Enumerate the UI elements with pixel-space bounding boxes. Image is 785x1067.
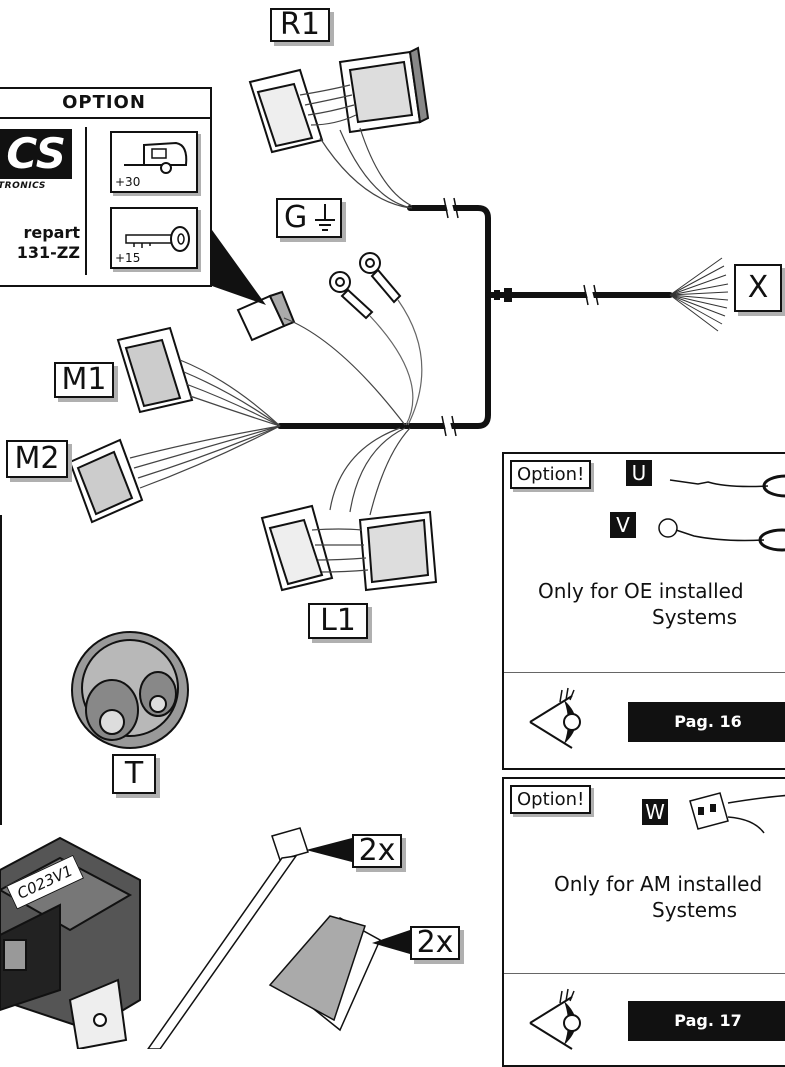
key-value: +15 <box>115 251 141 265</box>
oe-divider <box>504 672 785 673</box>
grommet <box>71 631 189 749</box>
label-x: X <box>734 264 782 312</box>
sparepart-number: repart 131-ZZ <box>0 223 80 263</box>
option-box: OPTION CS TRONICS repart 131-ZZ +30 +15 <box>0 87 212 287</box>
eye-icon <box>529 988 581 1050</box>
ground-terminals <box>329 252 402 320</box>
caravan-icon <box>124 141 188 174</box>
u-wire <box>669 474 785 498</box>
page-ref-17: Pag. 17 <box>628 1001 785 1041</box>
r1-connector <box>248 46 430 154</box>
label-tie-qty: 2x <box>352 834 402 868</box>
am-text-line2: Systems <box>652 898 737 922</box>
sparepart-line1: repart <box>23 223 80 242</box>
label-l1: L1 <box>308 603 368 639</box>
option-label-am: Option! <box>510 785 592 814</box>
l1-connector <box>260 504 438 592</box>
option-title: OPTION <box>0 89 210 119</box>
brand-logo-sub: TRONICS <box>0 181 46 191</box>
option-divider <box>85 127 87 275</box>
label-t: T <box>112 754 156 794</box>
oe-text-line2: Systems <box>652 605 737 629</box>
eye-icon <box>529 687 581 749</box>
oe-text-line1: Only for OE installed <box>538 579 744 603</box>
m1-connector <box>116 326 194 414</box>
page-ref-16: Pag. 16 <box>628 702 785 742</box>
cleaning-wipe <box>268 915 381 1032</box>
label-u: U <box>626 460 652 486</box>
w-plug <box>689 792 785 834</box>
cable-tie <box>147 827 309 1049</box>
ground-icon <box>315 204 336 231</box>
caravan-value: +30 <box>115 175 141 189</box>
x-wire-fan <box>669 257 729 332</box>
panel-am-option: Option! W Only for AM installed Systems … <box>502 777 785 1067</box>
v-wire <box>658 518 785 552</box>
brand-logo: CS <box>0 129 72 179</box>
label-wipe-qty: 2x <box>410 926 460 960</box>
caravan-panel: +30 <box>110 131 198 193</box>
panel-oe-option: Option! U V Only for OE installed System… <box>502 452 785 770</box>
option-plug <box>236 290 296 342</box>
m2-connector <box>68 438 144 524</box>
sparepart-line2: 131-ZZ <box>16 243 80 262</box>
main-harness <box>277 205 673 429</box>
label-m2: M2 <box>6 440 68 478</box>
label-g-text: G <box>284 200 308 235</box>
am-divider <box>504 973 785 974</box>
key-icon <box>125 226 190 252</box>
label-w: W <box>642 799 668 825</box>
am-text-line1: Only for AM installed <box>554 872 763 896</box>
label-m1: M1 <box>54 362 114 398</box>
option-label-oe: Option! <box>510 460 592 489</box>
label-g: G <box>276 198 342 238</box>
frame-line <box>0 515 2 825</box>
key-panel: +15 <box>110 207 198 269</box>
label-v: V <box>610 512 636 538</box>
label-r1: R1 <box>270 8 330 42</box>
